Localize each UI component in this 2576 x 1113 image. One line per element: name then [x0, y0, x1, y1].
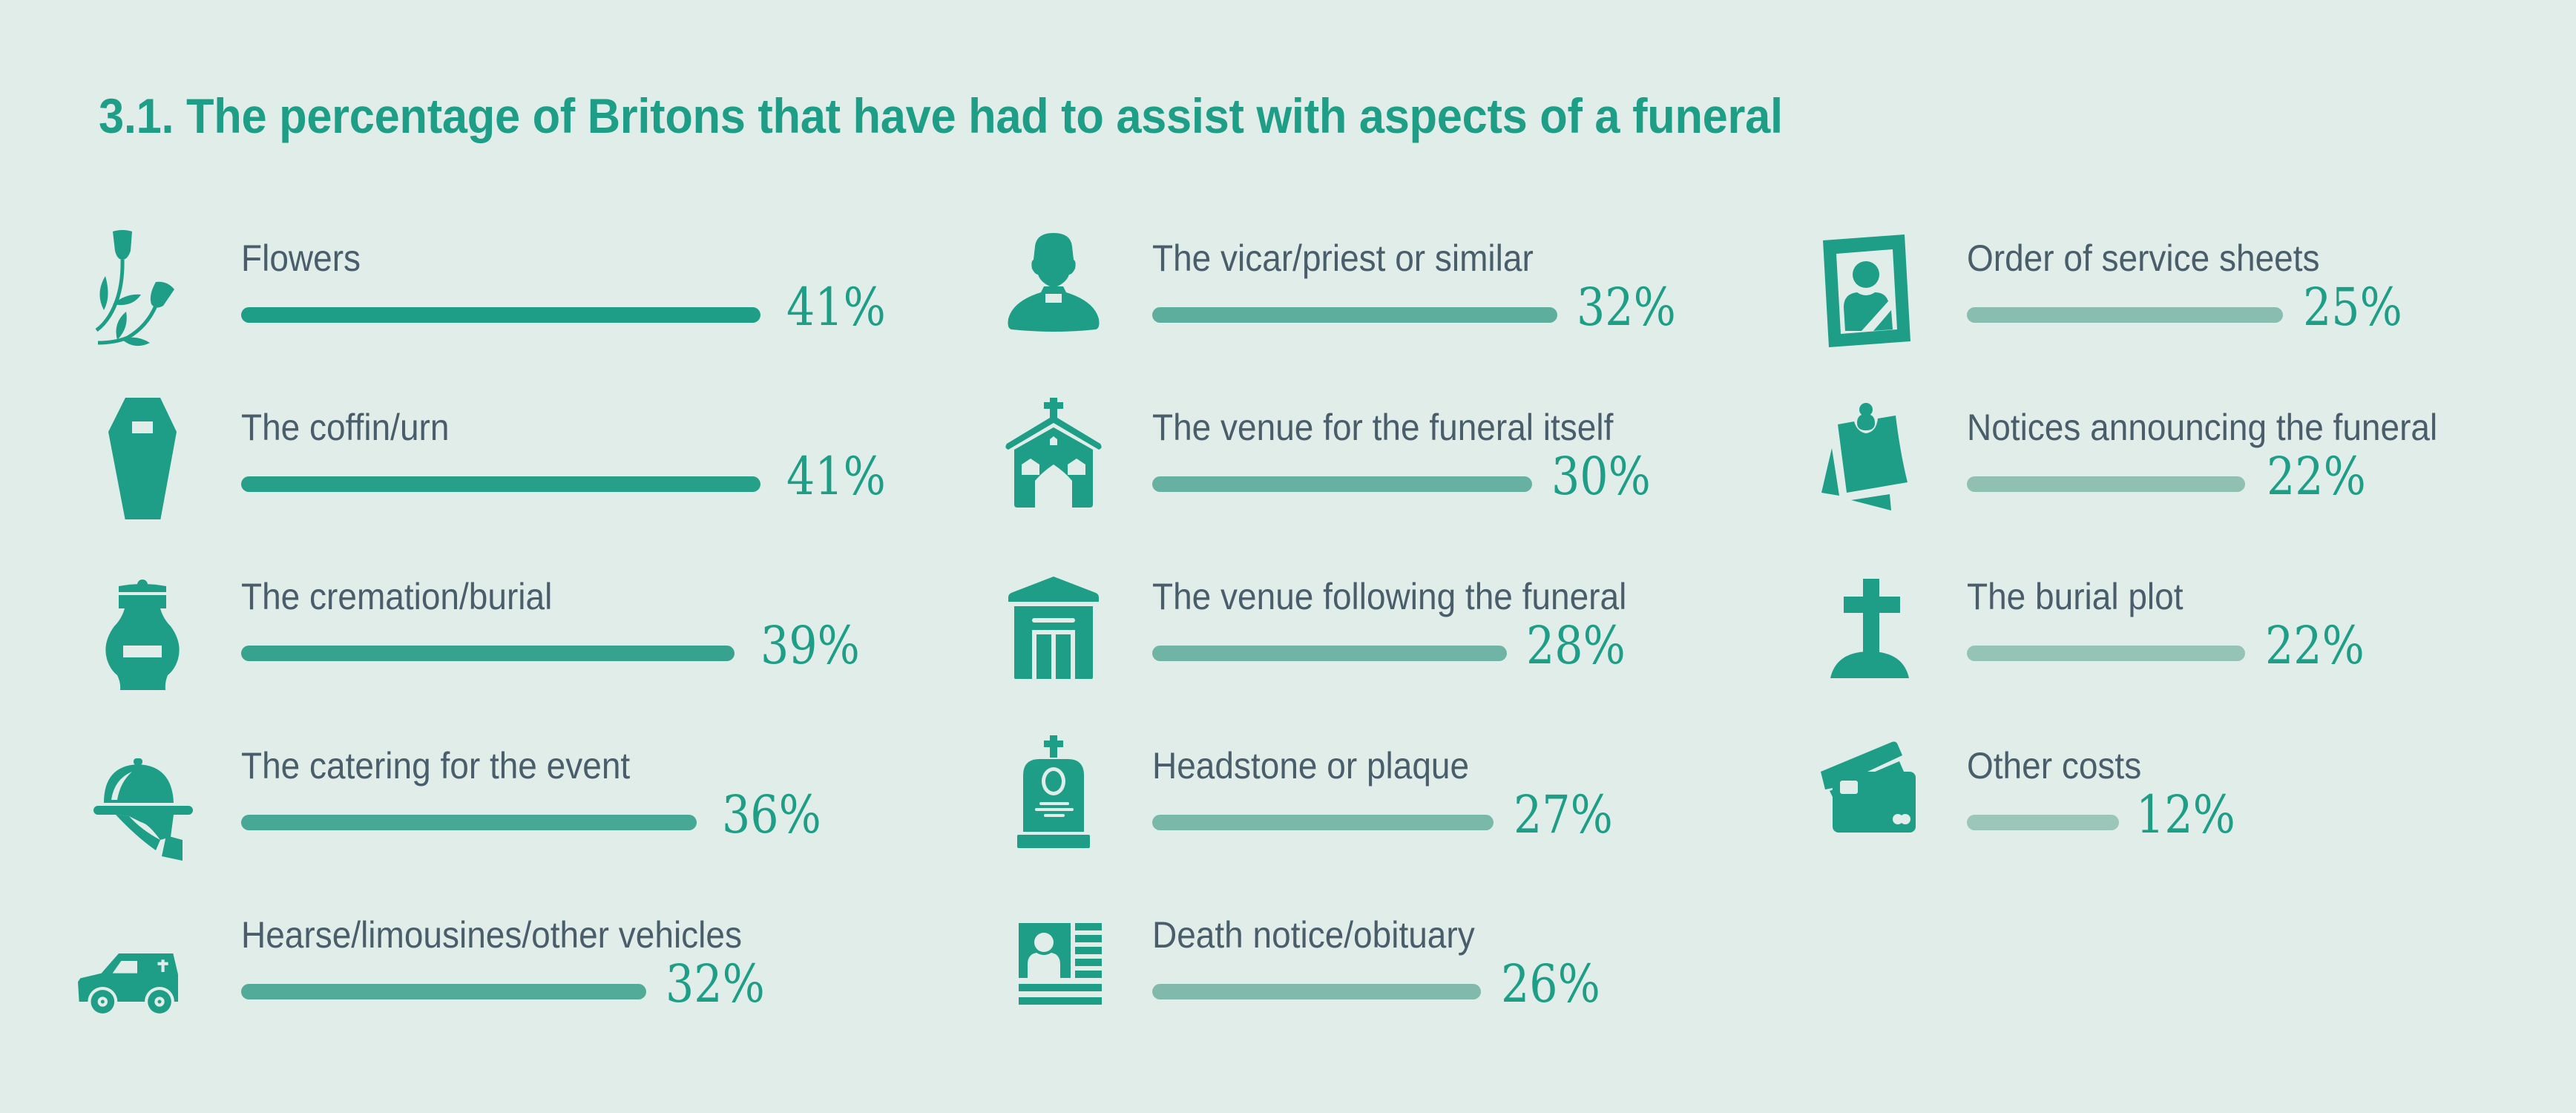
bar-value: 32%	[666, 953, 765, 1014]
bar-value: 12%	[2136, 784, 2235, 845]
bar-value: 28%	[1526, 615, 1626, 676]
bar-item-notices: Notices announcing the funeral 22%	[1967, 405, 2576, 554]
bar-value: 22%	[2265, 615, 2365, 676]
bar	[241, 984, 646, 999]
bar	[1152, 815, 1494, 830]
bar-label: The venue for the funeral itself	[1152, 407, 1614, 448]
bar	[1967, 815, 2119, 830]
bar	[241, 476, 760, 492]
bar-item-flowers: Flowers 41%	[241, 236, 1020, 384]
bar-item-vicar-priest: The vicar/priest or similar 32%	[1152, 236, 1931, 384]
bar	[1152, 984, 1481, 999]
bar-label: Order of service sheets	[1967, 237, 2320, 279]
bar-item-catering: The catering for the event 36%	[241, 743, 1020, 892]
bar	[1967, 307, 2283, 323]
bar-label: The vicar/priest or similar	[1152, 237, 1534, 279]
bar-item-other-costs: Other costs 12%	[1967, 743, 2576, 892]
bar-value: 26%	[1501, 953, 1600, 1014]
grave-cross-icon	[1814, 571, 1925, 697]
flowers-icon	[82, 223, 193, 349]
bar-label: The cremation/burial	[241, 576, 553, 617]
bar	[1967, 646, 2245, 661]
chart-title: 3.1. The percentage of Britons that have…	[99, 88, 1783, 143]
catering-cloche-icon	[89, 742, 200, 868]
bar-item-hearse: Hearse/limousines/other vehicles 32%	[241, 913, 1020, 1061]
hearse-icon	[74, 920, 185, 1046]
bar-value: 30%	[1551, 446, 1651, 507]
bar-value: 27%	[1514, 784, 1613, 845]
bar	[1152, 307, 1557, 323]
bar-value: 41%	[786, 277, 886, 338]
credit-cards-icon	[1810, 735, 1922, 861]
headstone-icon	[998, 731, 1109, 857]
bar-item-coffin-urn: The coffin/urn 41%	[241, 405, 1020, 554]
bar	[241, 646, 735, 661]
coffin-icon	[82, 393, 193, 519]
bar-label: Hearse/limousines/other vehicles	[241, 914, 742, 956]
bar-label: Headstone or plaque	[1152, 745, 1470, 787]
bar-value: 36%	[722, 784, 821, 845]
bar-item-venue-following: The venue following the funeral 28%	[1152, 574, 1931, 723]
urn-icon	[82, 571, 193, 697]
memorial-photo-icon	[1814, 230, 1925, 356]
pinned-notice-icon	[1814, 401, 1925, 527]
bar-item-order-of-service: Order of service sheets 25%	[1967, 236, 2576, 384]
bar-value: 25%	[2303, 277, 2402, 338]
obituary-icon	[998, 905, 1109, 1031]
church-icon	[998, 393, 1109, 519]
bar-value: 22%	[2267, 446, 2366, 507]
bar-item-death-notice: Death notice/obituary 26%	[1152, 913, 1931, 1061]
venue-building-icon	[998, 568, 1109, 694]
bar-item-burial-plot: The burial plot 22%	[1967, 574, 2576, 723]
bar-value: 41%	[786, 446, 886, 507]
bar-item-venue-funeral: The venue for the funeral itself 30%	[1152, 405, 1931, 554]
bar-label: The burial plot	[1967, 576, 2184, 617]
bar-label: Flowers	[241, 237, 361, 279]
bar-label: Death notice/obituary	[1152, 914, 1475, 956]
bar-value: 39%	[760, 615, 860, 676]
bar	[241, 815, 697, 830]
bar	[1967, 476, 2245, 492]
bar	[1152, 646, 1507, 661]
bar-item-cremation-burial: The cremation/burial 39%	[241, 574, 1020, 723]
bar-item-headstone: Headstone or plaque 27%	[1152, 743, 1931, 892]
bar-label: The coffin/urn	[241, 407, 450, 448]
bar-label: Notices announcing the funeral	[1967, 407, 2438, 448]
bar	[241, 307, 760, 323]
bar-label: The catering for the event	[241, 745, 631, 787]
bar-label: Other costs	[1967, 745, 2142, 787]
bar-label: The venue following the funeral	[1152, 576, 1627, 617]
priest-icon	[998, 230, 1109, 356]
bar	[1152, 476, 1532, 492]
bar-value: 32%	[1577, 277, 1676, 338]
